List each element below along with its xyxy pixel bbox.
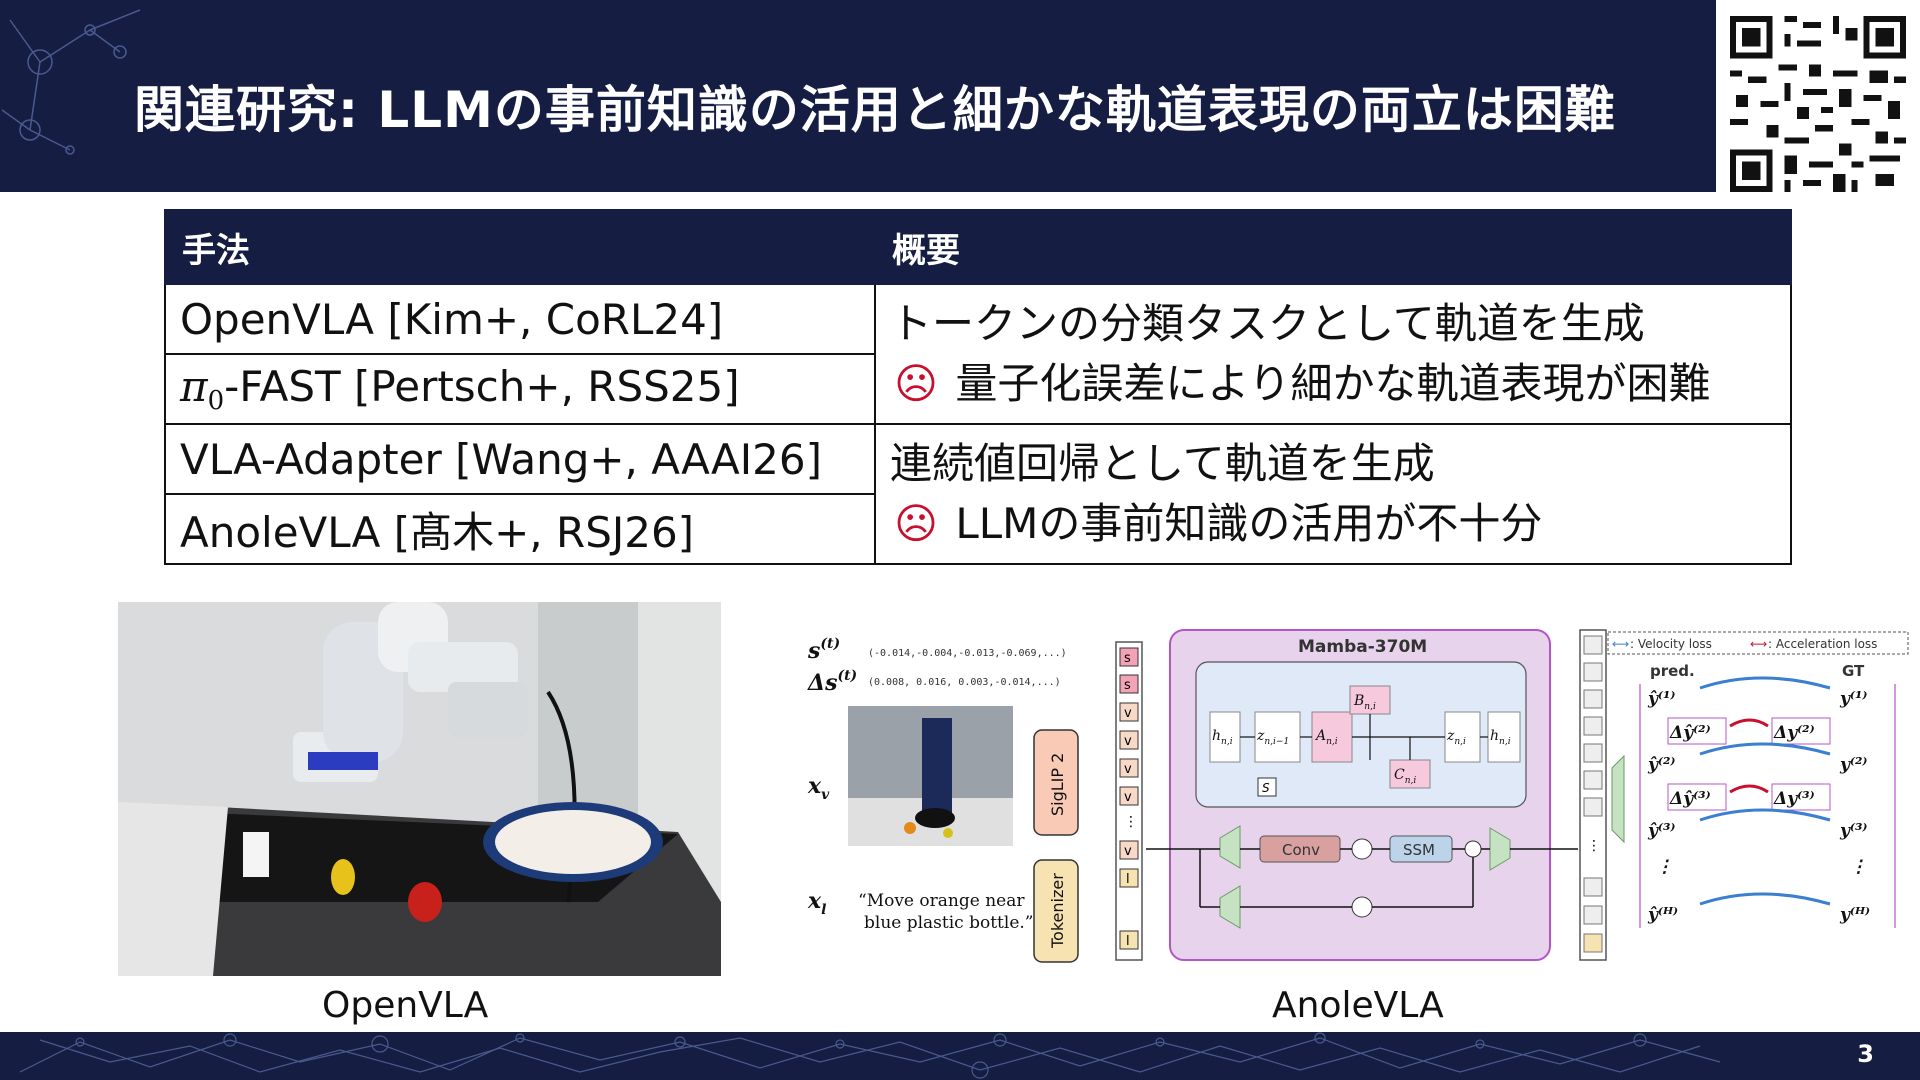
- pred-vdots: ⋮: [1656, 857, 1673, 877]
- ssm-label: SSM: [1403, 841, 1435, 859]
- gt-label: GT: [1842, 662, 1865, 680]
- pred-y1: ŷ⁽¹⁾: [1647, 689, 1675, 709]
- table-row: OpenVLA [Kim+, CoRL24] トークンの分類タスクとして軌道を生…: [164, 283, 1792, 425]
- delta-values: (0.008, 0.016, 0.003,-0.014,...): [868, 677, 1061, 688]
- output-token-column: ⋮: [1579, 629, 1607, 961]
- page-title: 関連研究: LLMの事前知識の活用と細かな軌道表現の両立は困難: [134, 81, 1616, 139]
- instruction-line-1: “Move orange near: [858, 891, 1025, 911]
- siglip-label: SigLIP 2: [1048, 753, 1067, 816]
- openvla-robot-photo: [118, 602, 721, 976]
- pred-label: pred.: [1650, 662, 1695, 680]
- z-state: zn,i: [1446, 728, 1466, 747]
- gt-y1: y⁽¹⁾: [1839, 689, 1867, 709]
- qr-code-icon: [1730, 16, 1906, 192]
- velocity-loss-label: : Velocity loss: [1630, 637, 1712, 651]
- table-row: AnoleVLA [髙木+, RSJ26]: [164, 493, 1791, 565]
- svg-text:v: v: [1124, 762, 1132, 777]
- tokenizer-label: Tokenizer: [1048, 873, 1067, 949]
- acceleration-loss-label: : Acceleration loss: [1768, 637, 1877, 651]
- c-matrix: Cn,i: [1394, 767, 1416, 786]
- siglip-encoder-box: [1033, 729, 1079, 836]
- pi-symbol: π: [180, 362, 208, 411]
- pred-dy3: Δŷ⁽³⁾: [1669, 789, 1711, 809]
- language-input-label: xl: [807, 888, 826, 918]
- pred-y3: ŷ⁽³⁾: [1647, 821, 1675, 841]
- z-prev: zn,i−1: [1256, 728, 1289, 747]
- summary-text: 連続値回帰として軌道を生成: [890, 439, 1435, 488]
- h-state-out: hn,i: [1490, 728, 1511, 747]
- svg-text:v: v: [1124, 734, 1132, 749]
- gt-dy3: Δy⁽³⁾: [1773, 789, 1815, 809]
- mamba-label: Mamba-370M: [1298, 637, 1427, 657]
- gt-yh: y⁽ᴴ⁾: [1839, 905, 1870, 925]
- svg-text:s: s: [1124, 678, 1131, 693]
- pred-y2: ŷ⁽²⁾: [1647, 755, 1675, 775]
- a-matrix: An,i: [1314, 728, 1338, 747]
- svg-text:s: s: [1124, 651, 1131, 666]
- table-row: VLA-Adapter [Wang+, AAAI26] 連続値回帰として軌道を生…: [164, 423, 1792, 565]
- svg-text:⟷: ⟷: [1612, 637, 1629, 651]
- frown-icon: ☹: [894, 499, 938, 548]
- s-box: S: [1262, 781, 1270, 795]
- method-cell: AnoleVLA [髙木+, RSJ26]: [164, 493, 876, 565]
- con-line: ☹ 量子化誤差により細かな軌道表現が困難: [890, 354, 1776, 414]
- svg-text:v: v: [1124, 706, 1132, 721]
- pi-subscript: 0: [207, 386, 225, 416]
- column-header-summary: 概要: [874, 209, 1792, 285]
- token-column: s s v v v v ⋮ v l l: [1115, 641, 1143, 961]
- gt-y3: y⁽³⁾: [1839, 821, 1867, 841]
- summary-cell: トークンの分類タスクとして軌道を生成 ☹ 量子化誤差により細かな軌道表現が困難: [874, 283, 1792, 425]
- anolevla-architecture-diagram: s(t) Δs(t) xv xl (-0.014,-0.004,-0.013,-…: [800, 628, 1912, 968]
- svg-text:l: l: [1126, 934, 1130, 949]
- svg-text:⟷: ⟷: [1750, 637, 1767, 651]
- related-work-table: 手法 概要 OpenVLA [Kim+, CoRL24] トークンの分類タスクと…: [164, 209, 1792, 565]
- summary-cell: 連続値回帰として軌道を生成 ☹ LLMの事前知識の活用が不十分: [874, 423, 1792, 565]
- slide-footer: 3: [0, 1032, 1920, 1080]
- svg-text:v: v: [1124, 844, 1132, 859]
- gt-vdots: ⋮: [1850, 857, 1867, 877]
- conv-label: Conv: [1282, 841, 1320, 859]
- column-header-method: 手法: [164, 209, 876, 285]
- pred-dy2: Δŷ⁽²⁾: [1669, 723, 1711, 743]
- summary-text: トークンの分類タスクとして軌道を生成: [890, 299, 1645, 348]
- svg-text:v: v: [1124, 790, 1132, 805]
- h-state: hn,i: [1212, 728, 1233, 747]
- gt-y2: y⁽²⁾: [1839, 755, 1867, 775]
- table-header-row: 手法 概要: [164, 209, 1792, 285]
- left-figure-caption: OpenVLA: [322, 985, 489, 1026]
- frown-icon: ☹: [894, 359, 938, 408]
- state-values: (-0.014,-0.004,-0.013,-0.069,...): [868, 648, 1067, 659]
- method-cell: π0-FAST [Pertsch+, RSS25]: [164, 353, 876, 425]
- slide-header: 関連研究: LLMの事前知識の活用と細かな軌道表現の両立は困難: [0, 0, 1716, 192]
- con-line: ☹ LLMの事前知識の活用が不十分: [890, 494, 1776, 554]
- page-number: 3: [1857, 1040, 1874, 1068]
- method-cell: VLA-Adapter [Wang+, AAAI26]: [164, 423, 876, 495]
- pred-yh: ŷ⁽ᴴ⁾: [1647, 905, 1678, 925]
- loss-legend: [1607, 631, 1909, 655]
- network-decoration-icon: [1, 9, 141, 155]
- state-label: s(t): [807, 636, 840, 664]
- svg-text:l: l: [1126, 872, 1130, 887]
- tokenizer-box: [1033, 859, 1079, 963]
- network-decoration-icon: [19, 1032, 1721, 1079]
- instruction-line-2: blue plastic bottle.”: [864, 913, 1033, 933]
- right-figure-caption: AnoleVLA: [1272, 985, 1444, 1026]
- method-cell: OpenVLA [Kim+, CoRL24]: [164, 283, 876, 355]
- delta-state-label: Δs(t): [807, 668, 857, 696]
- gt-dy2: Δy⁽²⁾: [1773, 723, 1815, 743]
- con-text: LLMの事前知識の活用が不十分: [955, 499, 1543, 548]
- visual-input-label: xv: [807, 773, 830, 803]
- con-text: 量子化誤差により細かな軌道表現が困難: [955, 359, 1711, 408]
- svg-text:⋮: ⋮: [1587, 838, 1601, 854]
- table-row: π0-FAST [Pertsch+, RSS25]: [164, 353, 1791, 425]
- method-name: -FAST [Pertsch+, RSS25]: [224, 362, 740, 411]
- ssm-inner-block: [1195, 661, 1527, 808]
- b-matrix: Bn,i: [1353, 693, 1376, 712]
- svg-text:⋮: ⋮: [1124, 814, 1138, 830]
